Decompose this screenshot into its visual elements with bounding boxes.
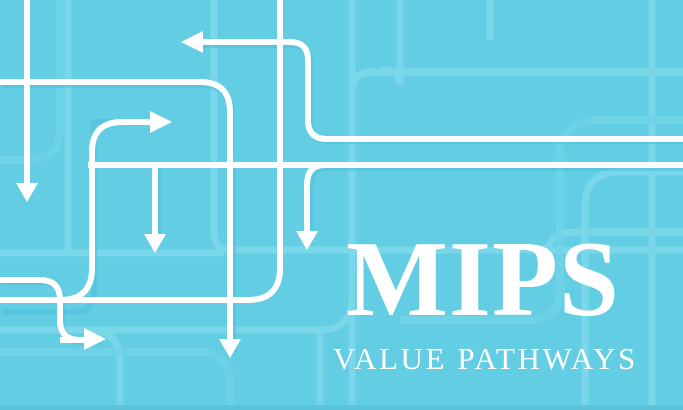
line-top-s-curve — [188, 39, 683, 142]
arrow-right-lower-left — [84, 328, 106, 350]
faint-long-curve-right — [400, 116, 683, 324]
shadow-left-s — [2, 119, 97, 315]
arrow-right-upper-left — [150, 111, 172, 133]
faint-curve-right-lower — [541, 228, 683, 263]
faint-curve-bottom-mid — [0, 297, 356, 334]
faint-corner-top-right — [348, 68, 683, 93]
shadow-top-s — [190, 42, 683, 144]
faint-curve-bottom — [0, 348, 234, 410]
line-vertical-to-left-s — [0, 0, 283, 303]
pathway-shadows — [2, 42, 683, 352]
pathway-group-main — [0, 0, 683, 358]
arrow-left-top — [181, 31, 203, 53]
line-horizontal-top-left — [0, 79, 233, 152]
shadow-second-h — [307, 165, 683, 240]
line-second-horizontal — [304, 162, 683, 232]
shadow-h-top-left — [2, 82, 235, 152]
arrow-down-far-left — [16, 183, 38, 202]
line-right-arrow-upper-left — [59, 119, 166, 303]
bottom-band — [0, 405, 683, 410]
arrow-down-long-center — [219, 339, 241, 358]
faint-curve-right — [581, 168, 683, 410]
arrow-down-mid-left — [144, 234, 166, 253]
line-lower-arrow-shaft — [60, 337, 90, 343]
arrow-down-center-right — [296, 231, 318, 250]
